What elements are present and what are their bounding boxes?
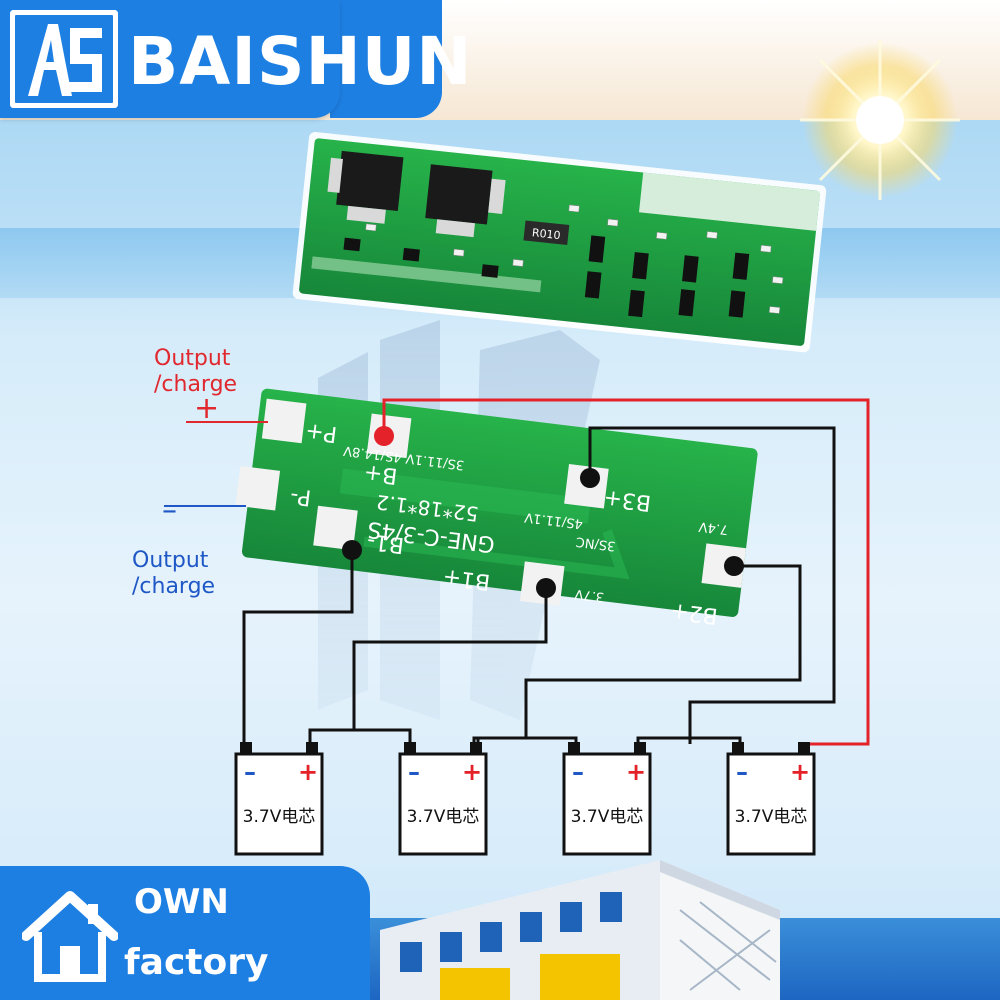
battery-cells: – +3.7V电芯 – +3.7V电芯 – +3.7V电芯 – +3.7V电芯 [234, 742, 816, 856]
battery-negative-terminal [732, 742, 744, 754]
brand-logo-icon [10, 10, 118, 108]
battery-negative-sign: – [408, 758, 420, 786]
battery-positive-terminal [798, 742, 810, 754]
output-negative-line1: Output [132, 548, 209, 573]
pad-p-minus [235, 465, 281, 511]
wire-b3 [588, 426, 836, 744]
battery-positive-terminal [470, 742, 482, 754]
silk-b1-minus: B1- [366, 528, 406, 557]
silk-p-plus: P+ [304, 418, 339, 447]
battery-positive-sign: + [298, 758, 318, 786]
battery-cell-label: 3.7V电芯 [407, 807, 480, 827]
brand-name: BAISHUN [128, 23, 473, 100]
battery-cell-body [562, 752, 652, 856]
minus-sign: – [162, 493, 177, 528]
mosfet-2 [425, 164, 506, 238]
silk-voltage-b3-nc: 3S/NC [575, 533, 616, 553]
wires [242, 398, 870, 746]
battery-positive-sign: + [462, 758, 482, 786]
battery-negative-terminal [568, 742, 580, 754]
battery-positive-sign: + [790, 758, 810, 786]
bms-board-photo: R010 [292, 132, 827, 353]
battery-positive-terminal [634, 742, 646, 754]
output-positive-line2: /charge [154, 372, 238, 397]
battery-cell-label: 3.7V电芯 [243, 807, 316, 827]
wire-b1-minus [242, 550, 354, 744]
battery-cell: – +3.7V电芯 [726, 742, 816, 856]
battery-positive-terminal [306, 742, 318, 754]
silk-b3-plus: B3+ [602, 485, 652, 516]
output-negative-label: Output /charge [132, 548, 215, 600]
silk-b2-plus: B2+ [669, 598, 719, 629]
factory-building-illustration [380, 860, 780, 1000]
battery-cell: – +3.7V电芯 [562, 742, 652, 856]
battery-negative-sign: – [736, 758, 748, 786]
pad-b1-minus [313, 505, 358, 551]
house-icon [22, 891, 118, 982]
bms-board-schematic: P+ B+ 3S/11.1V 4S/14.8V P- B3+ 4S/11.1V … [235, 388, 758, 629]
battery-negative-terminal [404, 742, 416, 754]
silk-voltage-b3: 4S/11.1V [524, 509, 584, 531]
silk-voltage-b1: 3.7V [574, 586, 605, 605]
plus-sign: + [194, 391, 220, 426]
output-positive-line1: Output [154, 346, 231, 371]
shunt-label: R010 [531, 226, 561, 242]
silk-b-plus: B+ [363, 459, 399, 488]
pad-b2-plus [701, 543, 747, 588]
factory-line1: OWN [134, 882, 229, 922]
mosfet-1 [327, 150, 404, 224]
sun-icon [800, 40, 960, 200]
battery-cell-label: 3.7V电芯 [735, 807, 808, 827]
silk-voltage-b2: 7.4V [698, 518, 729, 537]
silk-b1-plus: B1+ [441, 564, 491, 595]
battery-negative-terminal [240, 742, 252, 754]
battery-cell: – +3.7V电芯 [234, 742, 324, 856]
link-cell1-cell2 [308, 728, 412, 744]
battery-cell-label: 3.7V电芯 [571, 807, 644, 827]
output-positive-label: Output /charge [154, 346, 237, 398]
battery-negative-sign: – [244, 758, 256, 786]
battery-cell: – +3.7V电芯 [398, 742, 488, 856]
factory-line2: factory [124, 942, 269, 983]
shunt-resistor: R010 [523, 220, 570, 245]
battery-cell-body [234, 752, 324, 856]
battery-cell-body [398, 752, 488, 856]
wire-b-plus-red [382, 398, 870, 746]
wire-b1-plus [352, 588, 548, 730]
brand-header: BAISHUN [0, 0, 472, 118]
battery-negative-sign: – [572, 758, 584, 786]
output-negative-line2: /charge [132, 574, 216, 599]
brand-header-tab [330, 0, 442, 118]
battery-cell-body [726, 752, 816, 856]
battery-positive-sign: + [626, 758, 646, 786]
link-cell3-cell4 [636, 736, 742, 744]
pad-p-plus [261, 398, 307, 444]
link-cell2-cell3 [472, 736, 578, 744]
silk-p-minus: P- [289, 482, 313, 509]
